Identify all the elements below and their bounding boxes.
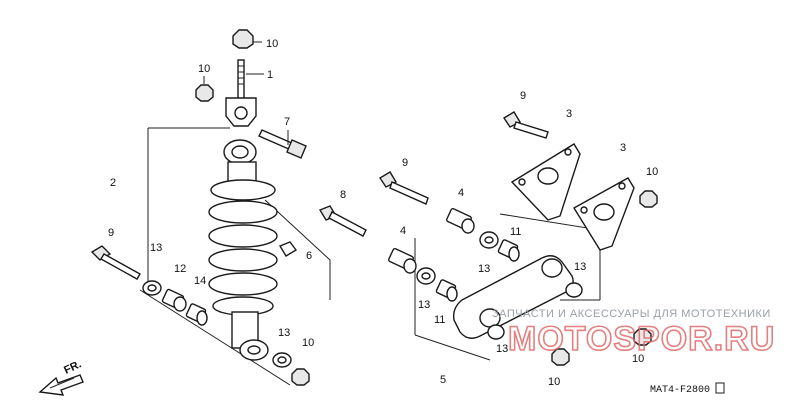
shock-spring: [208, 179, 278, 316]
clip-6: [278, 241, 298, 257]
callout-8: 8: [340, 189, 346, 201]
callout-13: 13: [278, 327, 290, 339]
flange-nut: [633, 328, 652, 346]
bolt-9-top: [503, 111, 549, 139]
drawing-code: MAT4-F2800: [650, 385, 710, 396]
flange-nut: [639, 190, 658, 208]
callout-10: 10: [632, 353, 644, 365]
callout-2: 2: [110, 177, 116, 189]
callout-6: 6: [306, 250, 312, 262]
callout-13: 13: [418, 299, 430, 311]
bolt-9-left: [90, 245, 141, 280]
callout-9: 9: [402, 157, 408, 169]
callout-10: 10: [646, 166, 658, 178]
callout-4: 4: [400, 225, 406, 237]
callout-4: 4: [458, 187, 464, 199]
dust-seal: [487, 324, 505, 340]
callout-7: 7: [284, 116, 290, 128]
callout-3: 3: [620, 142, 626, 154]
front-direction-arrow: FR.: [38, 358, 84, 396]
callout-9: 9: [108, 227, 114, 239]
bushing-11-upper: [497, 239, 520, 262]
group-boundary-line: [139, 289, 291, 386]
bolt-9-mid: [379, 171, 429, 205]
callout-10: 10: [302, 337, 314, 349]
callout-9: 9: [520, 90, 526, 102]
shock-absorber-assembly: [90, 29, 367, 386]
flange-nut: [291, 368, 310, 386]
cushion-arm-assembly: [379, 111, 658, 366]
code-box: [715, 382, 725, 394]
callout-5: 5: [440, 374, 446, 386]
bushing-14: [185, 303, 208, 326]
bolt-8: [318, 205, 367, 237]
flange-nut: [195, 84, 214, 102]
collar-4-lower: [388, 247, 417, 274]
group-boundary-line: [414, 334, 491, 361]
callout-3: 3: [566, 108, 572, 120]
callout-1: 1: [267, 69, 273, 81]
top-nut: [232, 29, 254, 49]
bolt-7: [258, 129, 307, 159]
callout-11: 11: [510, 226, 521, 238]
callout-13: 13: [496, 343, 508, 355]
bushing-11-lower: [435, 279, 458, 302]
flange-nut: [551, 348, 570, 366]
callout-labels: 10 1 10 7 2 8 9 9 6 13 12 14 13 10 9 3 3…: [108, 38, 658, 388]
collar-4-upper: [446, 207, 475, 234]
callout-13: 13: [574, 261, 586, 273]
mount-hole: [234, 106, 248, 120]
callout-13: 13: [478, 263, 490, 275]
callout-14: 14: [194, 275, 206, 287]
direction-label: FR.: [62, 358, 83, 376]
callout-10: 10: [266, 38, 278, 50]
collar-12: [161, 288, 187, 312]
group-boundary-line: [264, 199, 331, 300]
callout-10: 10: [548, 376, 560, 388]
watermark-logo: MOTOSPOR.RU: [508, 320, 775, 358]
watermark-tagline: ЗАПЧАСТИ И АКСЕССУАРЫ ДЛЯ МОТОТЕХНИКИ: [492, 308, 771, 320]
callout-10: 10: [198, 63, 210, 75]
callout-13: 13: [150, 242, 162, 254]
callout-11: 11: [434, 314, 445, 326]
callout-12: 12: [174, 263, 186, 275]
dust-seal: [565, 282, 583, 298]
